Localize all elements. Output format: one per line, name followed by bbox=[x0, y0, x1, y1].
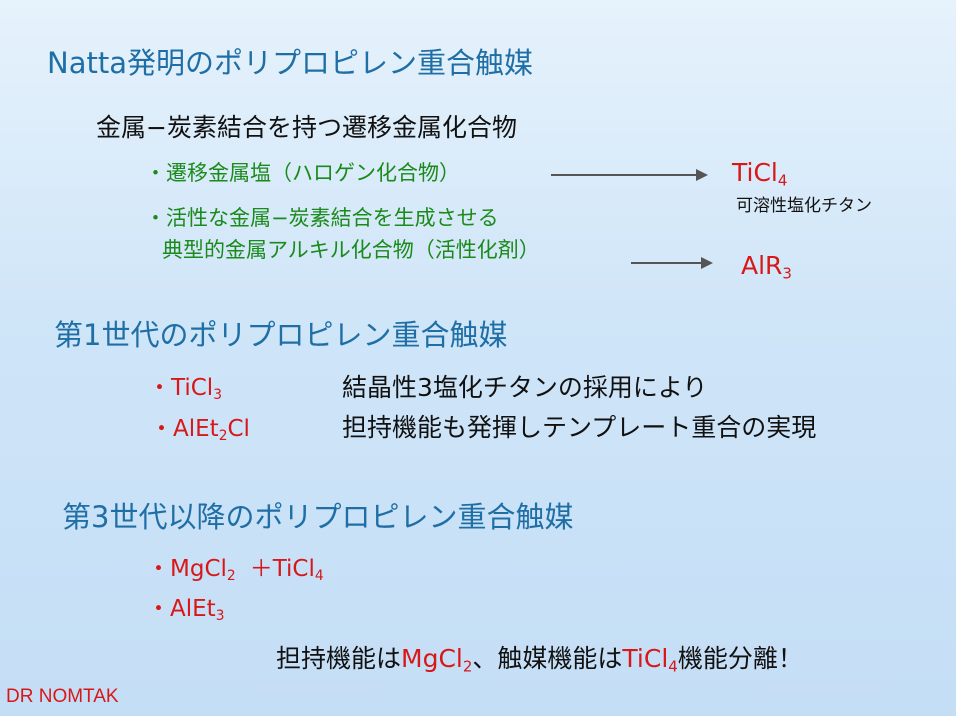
section2-title: 第1世代のポリプロピレン重合触媒 bbox=[54, 318, 508, 352]
arrow-right-icon bbox=[551, 169, 708, 181]
result-ticl4-note: 可溶性塩化チタン bbox=[736, 196, 872, 216]
section1-item2-line1: ・活性な金属−炭素結合を生成させる bbox=[145, 206, 499, 230]
section2-desc2: 担持機能も発揮しテンプレート重合の実現 bbox=[342, 413, 817, 442]
section2-item-ticl3: ・TiCl3 bbox=[148, 375, 222, 404]
section3-summary: 担持機能はMgCl2、触媒機能はTiCl4機能分離！ bbox=[276, 644, 803, 676]
section1-subtitle: 金属−炭素結合を持つ遷移金属化合物 bbox=[96, 113, 517, 142]
section1-item1: ・遷移金属塩（ハロゲン化合物） bbox=[145, 161, 460, 185]
section3-item-mgcl2: ・MgCl2＋TiCl4 bbox=[147, 556, 324, 585]
section1-item2-line2: 典型的金属アルキル化合物（活性化剤） bbox=[162, 238, 540, 262]
section2-item-alet2cl: ・AlEt2Cl bbox=[150, 416, 250, 445]
section1-title: Natta発明のポリプロピレン重合触媒 bbox=[47, 46, 533, 80]
result-alr3: AlR3 bbox=[741, 251, 792, 283]
result-ticl4: TiCl4 bbox=[732, 158, 788, 190]
section2-desc1: 結晶性3塩化チタンの採用により bbox=[342, 373, 708, 402]
author-credit: DR NOMTAK bbox=[6, 686, 119, 707]
section3-item-alet3: ・AlEt3 bbox=[147, 596, 225, 625]
arrow-right-icon bbox=[631, 257, 713, 269]
section3-title: 第3世代以降のポリプロピレン重合触媒 bbox=[62, 500, 574, 534]
